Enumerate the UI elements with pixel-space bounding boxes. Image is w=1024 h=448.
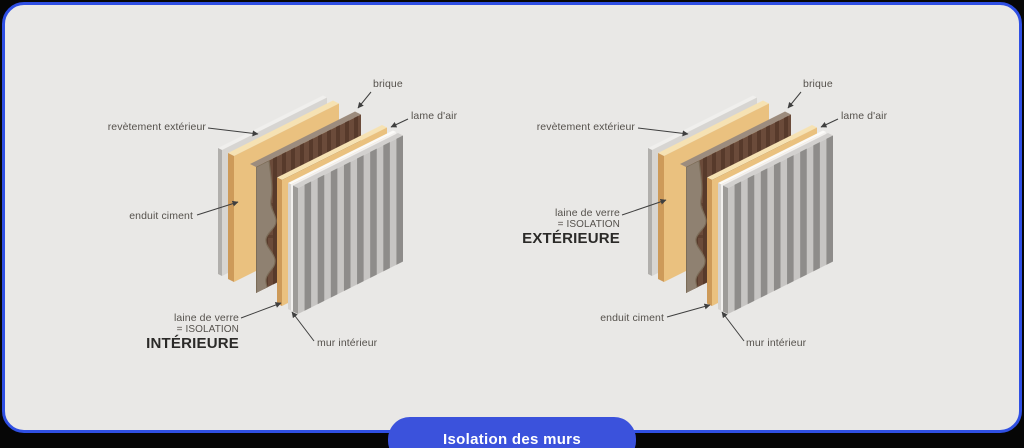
label-enduit-ciment: enduit ciment [129, 210, 193, 222]
label-laine-line2: = ISOLATION [557, 219, 620, 230]
label-laine-line3: EXTÉRIEURE [522, 230, 620, 247]
label-laine-de-verre-exterieure: laine de verre = ISOLATION EXTÉRIEURE [470, 208, 620, 247]
leader-lines [196, 91, 839, 342]
label-mur-interieur: mur intérieur [317, 337, 378, 349]
label-laine-line1: laine de verre [554, 207, 620, 219]
layer-interior-wall [723, 133, 833, 314]
label-laine-line3: INTÉRIEURE [146, 335, 239, 352]
footer-pill-label: Isolation des murs [443, 431, 581, 448]
label-enduit-ciment: enduit ciment [600, 312, 664, 324]
label-revetement-exterieur: revètement extérieur [107, 121, 206, 133]
label-revetement-exterieur: revètement extérieur [536, 121, 635, 133]
label-lame-dair: lame d'air [841, 110, 888, 122]
diagram-interieure [218, 95, 403, 314]
diagram-exterieure [648, 95, 833, 314]
label-laine-de-verre-interieure: laine de verre = ISOLATION INTÉRIEURE [89, 313, 239, 352]
label-laine-line1: laine de verre [173, 312, 239, 324]
label-brique: brique [803, 78, 833, 90]
label-laine-line2: = ISOLATION [176, 324, 239, 335]
label-mur-interieur: mur intérieur [746, 337, 807, 349]
layer-interior-wall [293, 133, 403, 314]
content-card [2, 2, 1022, 433]
footer-pill-button[interactable]: Isolation des murs [388, 417, 636, 448]
label-lame-dair: lame d'air [411, 110, 458, 122]
label-brique: brique [373, 78, 403, 90]
